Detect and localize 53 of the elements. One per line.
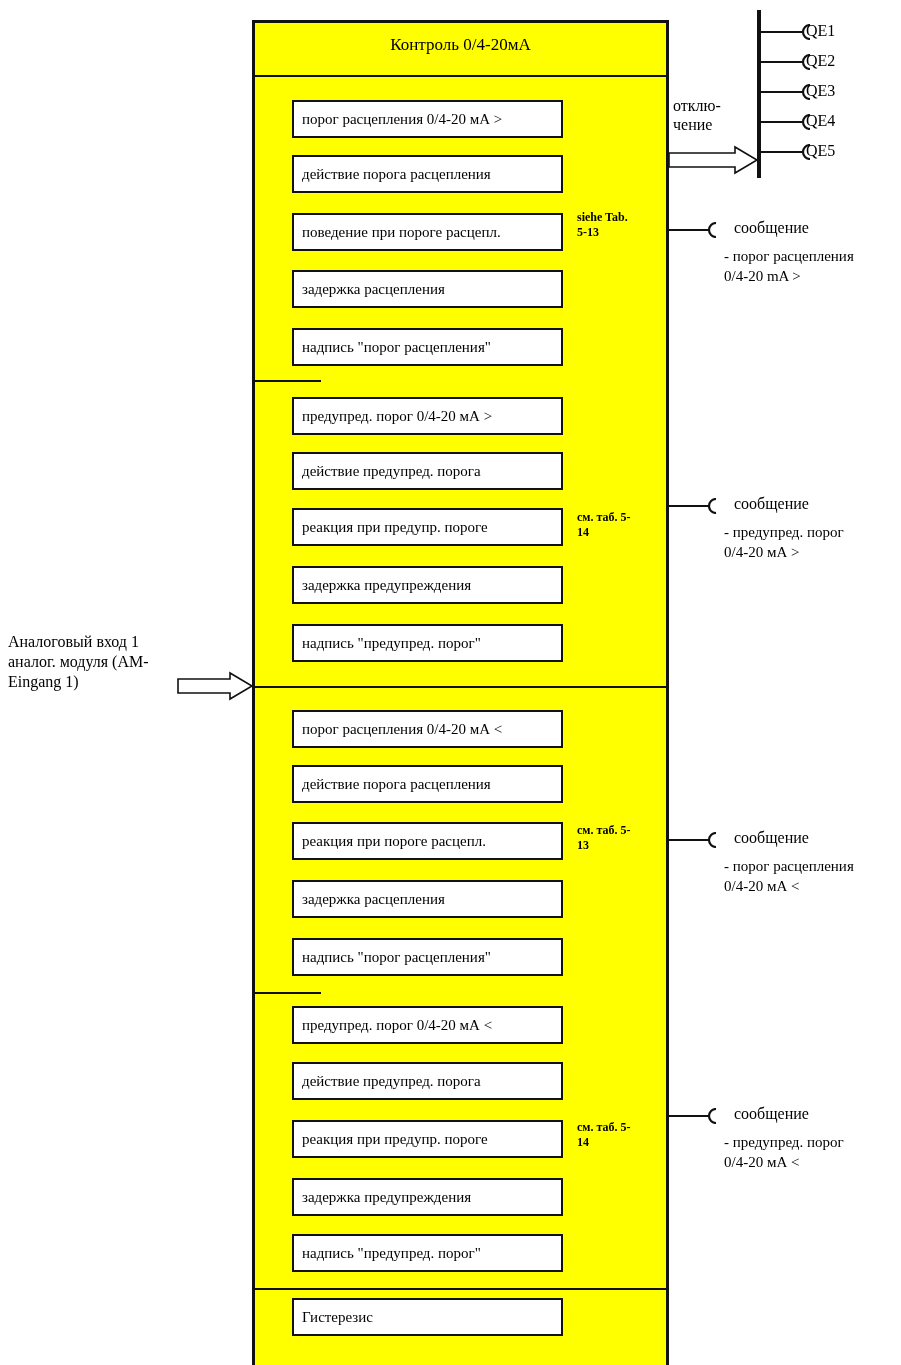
reference-note: см. таб. 5-14: [577, 510, 632, 540]
parameter-box: реакция при предупр. пороге: [292, 508, 563, 546]
socket-connector: [668, 497, 718, 515]
socket-connector: [668, 831, 718, 849]
message-title: сообщение: [733, 828, 810, 848]
parameter-box: задержка предупреждения: [292, 1178, 563, 1216]
socket-connector: [668, 1107, 718, 1125]
parameter-box: задержка расцепления: [292, 270, 563, 308]
message-title: сообщение: [733, 494, 810, 514]
reference-note: см. таб. 5-14: [577, 1120, 632, 1150]
parameter-box: порог расцепления 0/4-20 мА >: [292, 100, 563, 138]
parameter-box: действие предупред. порога: [292, 452, 563, 490]
socket-connector: [760, 23, 812, 41]
block-title: Контроль 0/4-20мА: [389, 35, 532, 55]
text-label: QE4: [806, 112, 836, 129]
socket-connector: [760, 143, 812, 161]
socket-connector: [668, 221, 718, 239]
control-block: [252, 20, 669, 1365]
bus-bar: [757, 10, 761, 178]
message-detail: - порог расцепления 0/4-20 мА <: [723, 857, 855, 896]
reference-note: siehe Tab. 5-13: [577, 210, 629, 240]
parameter-box: действие порога расцепления: [292, 765, 563, 803]
block-arrow: [177, 671, 254, 701]
socket-connector: [760, 83, 812, 101]
parameter-box: поведение при пороге расцепл.: [292, 213, 563, 251]
message-title: сообщение: [733, 1104, 810, 1124]
text-label: QE3: [806, 82, 836, 99]
parameter-box: надпись "порог расцепления": [292, 938, 563, 976]
parameter-box: порог расцепления 0/4-20 мА <: [292, 710, 563, 748]
parameter-box: надпись "порог расцепления": [292, 328, 563, 366]
parameter-box: задержка расцепления: [292, 880, 563, 918]
message-detail: - предупред. порог 0/4-20 мА <: [723, 1133, 845, 1172]
socket-connector: [760, 53, 812, 71]
text-label: QE5: [806, 142, 836, 159]
message-detail: - порог расцепления 0/4-20 mA >: [723, 247, 855, 286]
parameter-box: Гистерезис: [292, 1298, 563, 1336]
parameter-box: предупред. порог 0/4-20 мА >: [292, 397, 563, 435]
parameter-box: действие порога расцепления: [292, 155, 563, 193]
parameter-box: предупред. порог 0/4-20 мА <: [292, 1006, 563, 1044]
message-detail: - предупред. порог 0/4-20 мА >: [723, 523, 845, 562]
message-title: сообщение: [733, 218, 810, 238]
reference-note: см. таб. 5-13: [577, 823, 632, 853]
parameter-box: надпись "предупред. порог": [292, 624, 563, 662]
text-label: Аналоговый вход 1 аналог. модуля (AM-Eingang 1): [8, 633, 149, 690]
socket-connector: [760, 113, 812, 131]
parameter-box: действие предупред. порога: [292, 1062, 563, 1100]
parameter-box: надпись "предупред. порог": [292, 1234, 563, 1272]
text-label: QE1: [806, 22, 836, 39]
parameter-box: задержка предупреждения: [292, 566, 563, 604]
parameter-box: реакция при пороге расцепл.: [292, 822, 563, 860]
parameter-box: реакция при предупр. пороге: [292, 1120, 563, 1158]
block-arrow: [668, 145, 759, 175]
text-label: QE2: [806, 52, 836, 69]
